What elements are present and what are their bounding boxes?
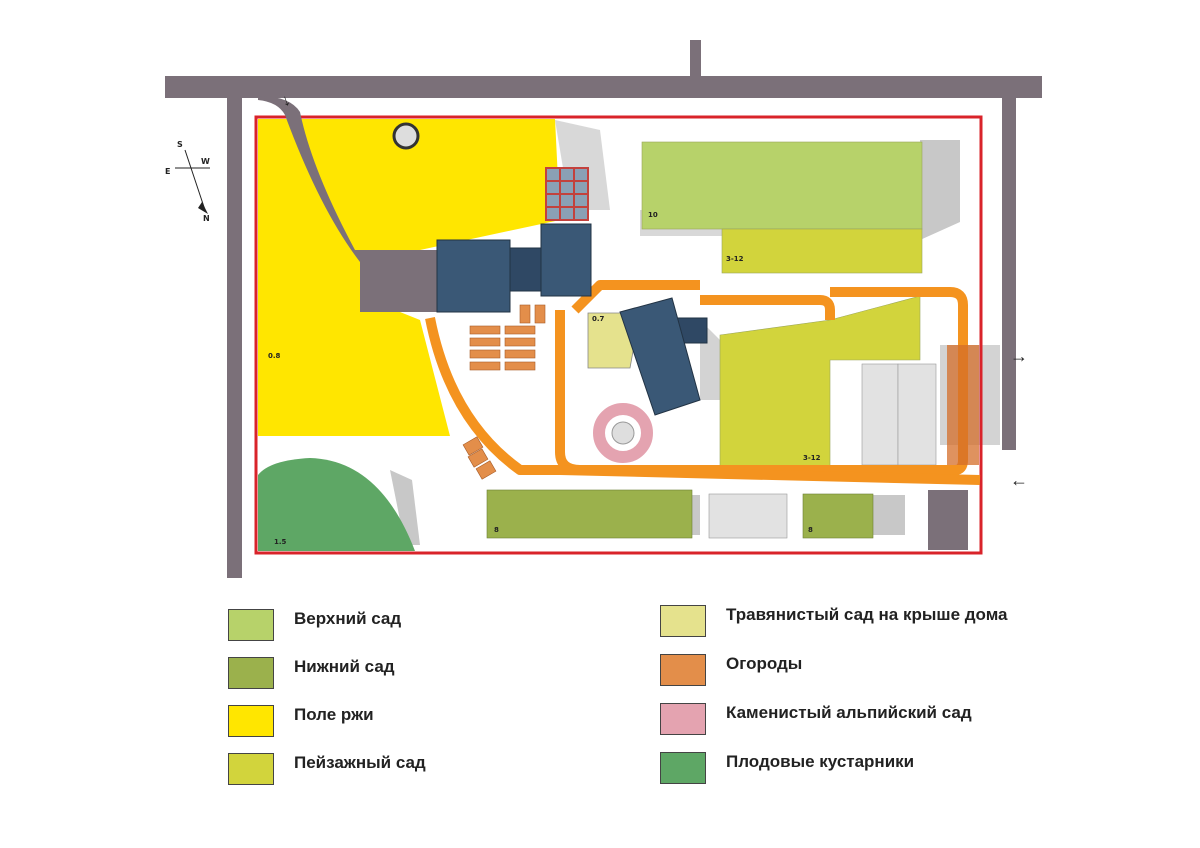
lower-garden-left — [486, 489, 693, 539]
upper-garden-mid — [721, 228, 923, 274]
pergolas — [545, 167, 589, 221]
legend-swatch — [228, 657, 274, 689]
vegetable-beds — [462, 304, 546, 480]
legend-label: Травянистый сад на крыше дома — [726, 605, 1008, 624]
alpine-garden — [593, 403, 653, 463]
legend-label: Огороды — [726, 654, 803, 673]
legend-swatch — [660, 752, 706, 784]
svg-text:S: S — [177, 140, 183, 149]
legend-swatch — [228, 609, 274, 641]
well — [392, 122, 420, 150]
road-left — [227, 94, 242, 578]
alpine-center — [611, 421, 635, 445]
site-plan: 0.8 1.5 10 3-12 3-12 8 8 0.7 S W E N ↓ →… — [165, 40, 1042, 578]
zone-label-upper-top: 10 — [648, 211, 658, 219]
road-top-branch — [690, 40, 701, 80]
svg-text:N: N — [203, 214, 210, 223]
legend-swatch — [228, 705, 274, 737]
buildings — [436, 223, 708, 416]
greenhouse-left — [861, 363, 899, 466]
legend-swatch — [660, 654, 706, 686]
zone-label-landscape: 3-12 — [803, 454, 821, 462]
legend-label: Плодовые кустарники — [726, 752, 915, 771]
legend-label: Поле ржи — [294, 705, 374, 724]
path-gate — [947, 345, 979, 465]
road-top — [165, 76, 1042, 98]
site-boundary — [254, 115, 983, 555]
zone-label-berry: 1.5 — [274, 538, 287, 546]
lower-garden-center — [708, 493, 788, 539]
zone-label-upper-mid: 3-12 — [726, 255, 744, 263]
zone-label-roof: 0.7 — [592, 315, 605, 323]
legend-swatch — [660, 703, 706, 735]
arrow-right-out-icon: ← — [1010, 470, 1028, 490]
zone-label-rye: 0.8 — [268, 352, 281, 360]
lower-garden-right — [802, 493, 874, 539]
legend-label: Нижний сад — [294, 657, 395, 676]
driveway — [258, 96, 440, 312]
zone-label-lower-left: 8 — [494, 526, 499, 534]
legend-swatch — [228, 753, 274, 785]
legend-label: Верхний сад — [294, 609, 402, 628]
zone-label-lower-right: 8 — [808, 526, 813, 534]
legend-label: Каменистый альпийский сад — [726, 703, 972, 722]
road-right — [1002, 94, 1016, 450]
svg-text:W: W — [201, 157, 210, 166]
upper-garden-top — [641, 141, 923, 230]
legend-label: Пейзажный сад — [294, 753, 426, 772]
legend-swatch — [660, 605, 706, 637]
berry-zone — [258, 458, 415, 551]
greenhouse-right — [897, 363, 937, 466]
garden-paths — [425, 280, 981, 485]
arrow-right-in-icon: → — [1010, 346, 1028, 366]
svg-text:E: E — [165, 167, 170, 176]
road-bottom-right — [928, 490, 968, 550]
compass-icon: S W E N — [165, 140, 210, 223]
